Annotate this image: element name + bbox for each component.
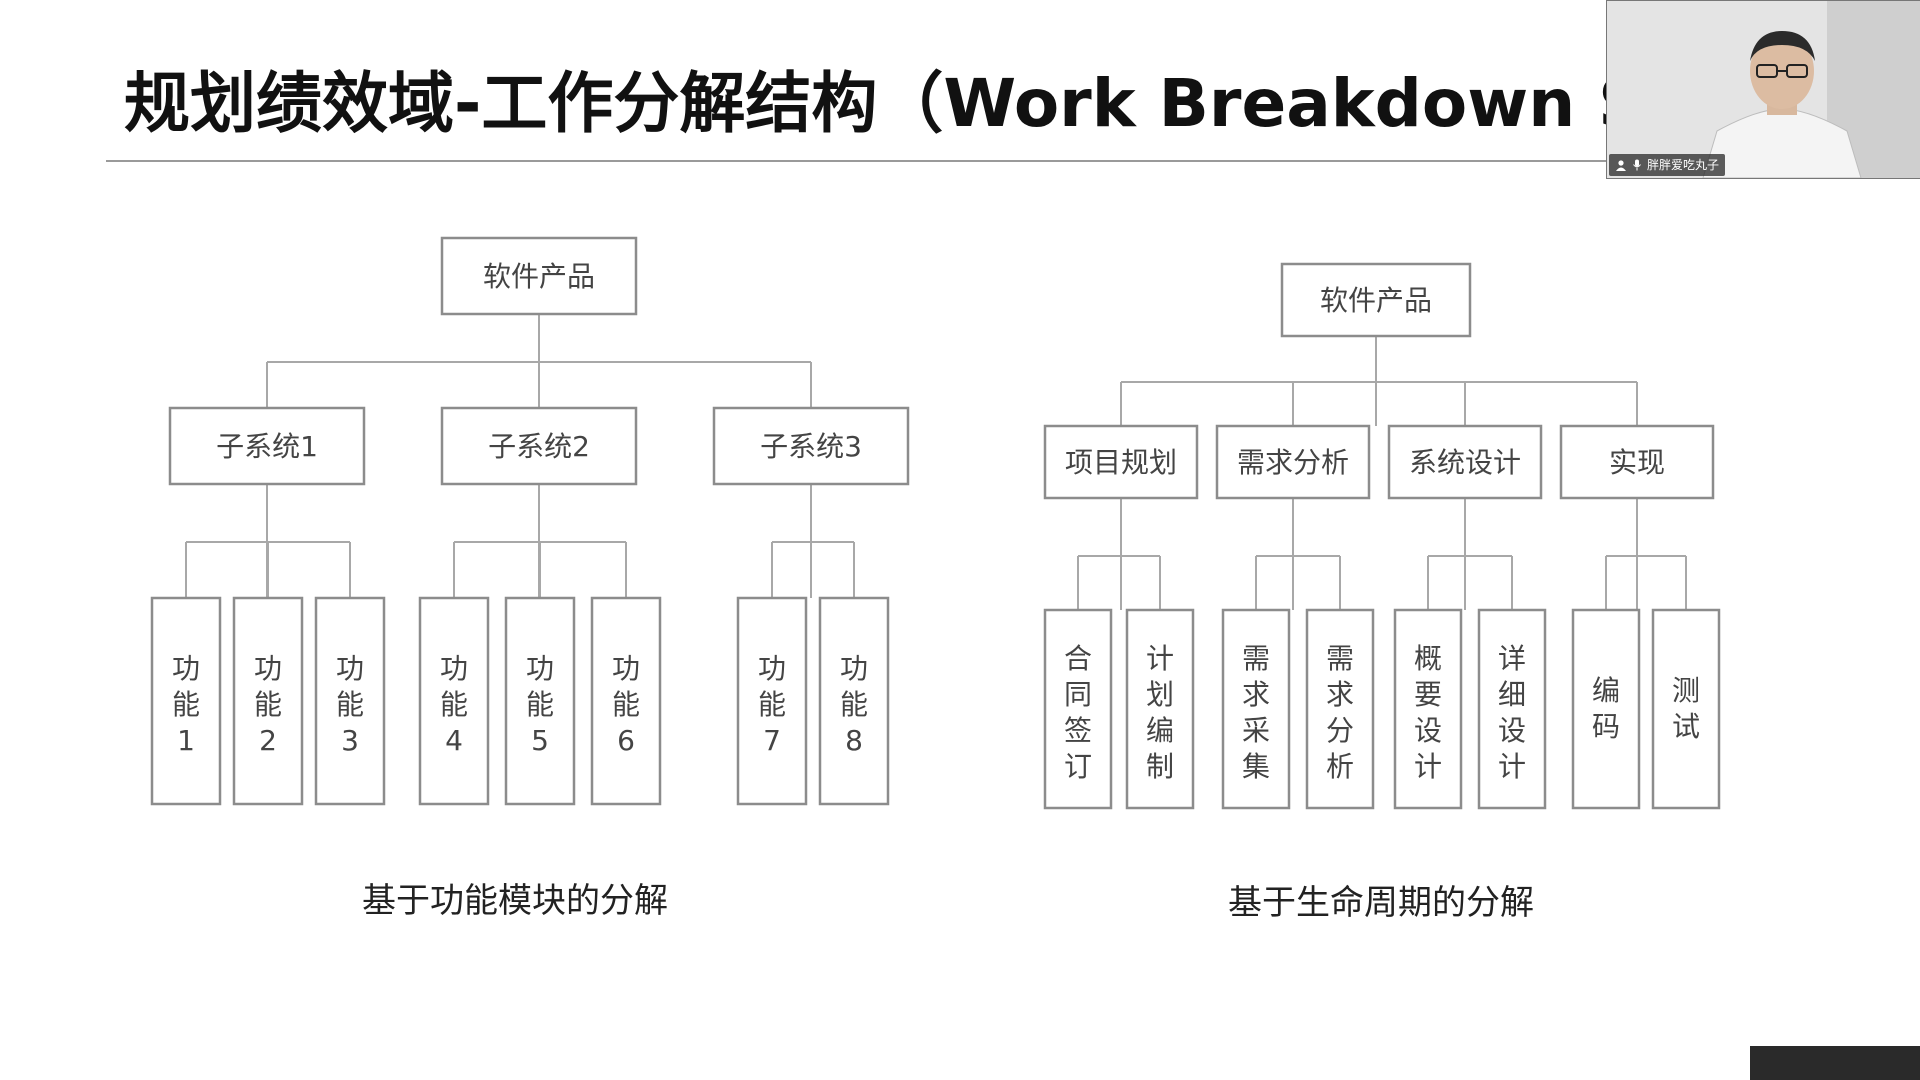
task-node-char: 需 xyxy=(1326,642,1354,675)
task-node-char: 集 xyxy=(1242,750,1270,783)
task-node-char: 码 xyxy=(1592,710,1620,743)
task-node-box xyxy=(1305,608,1375,810)
function-node-char: 功 xyxy=(758,652,786,685)
task-node-char: 编 xyxy=(1146,714,1174,747)
task-node-box xyxy=(1043,608,1113,810)
function-node-char: 能 xyxy=(612,688,640,721)
function-node-box xyxy=(590,596,662,806)
title-divider xyxy=(106,160,1606,162)
task-node-char: 设 xyxy=(1498,714,1526,747)
function-node-char: 能 xyxy=(254,688,282,721)
task-node-char: 求 xyxy=(1242,678,1270,711)
function-node-char: 功 xyxy=(254,652,282,685)
task-node-char: 要 xyxy=(1414,678,1442,711)
function-node-char: 8 xyxy=(845,724,863,757)
task-node-char: 求 xyxy=(1326,678,1354,711)
task-node-box xyxy=(1125,608,1195,810)
function-node-box xyxy=(818,596,890,806)
task-node-char: 计 xyxy=(1146,642,1174,675)
presenter-video-panel[interactable]: 胖胖爱吃丸子 xyxy=(1606,0,1920,179)
participant-name: 胖胖爱吃丸子 xyxy=(1647,158,1720,172)
function-node-char: 功 xyxy=(440,652,468,685)
presenter-video-feed xyxy=(1607,1,1920,178)
subsystem-node-3: 子系统3 xyxy=(760,430,862,463)
task-node-box xyxy=(1393,608,1463,810)
function-node-char: 功 xyxy=(336,652,364,685)
phase-node-1: 项目规划 xyxy=(1065,446,1177,479)
task-node-box xyxy=(1477,608,1547,810)
right-phase-nodes: 项目规划 需求分析 系统设计 实现 xyxy=(1043,424,1715,500)
function-node-char: 功 xyxy=(172,652,200,685)
task-node-char: 编 xyxy=(1592,674,1620,707)
function-node-char: 功 xyxy=(612,652,640,685)
task-node-char: 析 xyxy=(1326,750,1354,783)
person-icon xyxy=(1616,160,1626,171)
left-tree-caption: 基于功能模块的分解 xyxy=(362,881,668,921)
task-node-char: 测 xyxy=(1672,674,1700,707)
function-node-char: 2 xyxy=(259,724,277,757)
function-node-char: 能 xyxy=(336,688,364,721)
subsystem-node-2: 子系统2 xyxy=(488,430,590,463)
task-node-char: 设 xyxy=(1414,714,1442,747)
function-node-char: 能 xyxy=(840,688,868,721)
task-node-char: 试 xyxy=(1672,710,1700,743)
function-node-char: 功 xyxy=(840,652,868,685)
function-node-box xyxy=(232,596,304,806)
function-node-char: 能 xyxy=(172,688,200,721)
task-node-char: 制 xyxy=(1146,750,1174,783)
task-node-char: 需 xyxy=(1242,642,1270,675)
task-node-box xyxy=(1571,608,1641,810)
function-node-char: 能 xyxy=(440,688,468,721)
left-root-node: 软件产品 xyxy=(483,260,595,293)
microphone-icon xyxy=(1633,159,1641,171)
task-node-char: 采 xyxy=(1242,714,1270,747)
task-node-char: 同 xyxy=(1064,678,1092,711)
function-node-char: 6 xyxy=(617,724,635,757)
function-node-char: 能 xyxy=(758,688,786,721)
function-node-box xyxy=(150,596,222,806)
task-node-box xyxy=(1221,608,1291,810)
task-node-char: 划 xyxy=(1146,678,1174,711)
phase-node-3: 系统设计 xyxy=(1409,446,1521,479)
function-node-box xyxy=(736,596,808,806)
task-node-char: 签 xyxy=(1064,714,1092,747)
participant-name-tag: 胖胖爱吃丸子 xyxy=(1609,154,1726,176)
function-node-char: 1 xyxy=(177,724,195,757)
task-node-char: 细 xyxy=(1498,678,1526,711)
task-node-box xyxy=(1651,608,1721,810)
function-node-char: 7 xyxy=(763,724,781,757)
task-node-char: 合 xyxy=(1064,642,1092,675)
function-node-box xyxy=(418,596,490,806)
right-tree-caption: 基于生命周期的分解 xyxy=(1228,883,1534,923)
function-node-char: 3 xyxy=(341,724,359,757)
task-node-char: 分 xyxy=(1326,714,1354,747)
task-node-char: 订 xyxy=(1064,750,1092,783)
left-tree: 软件产品 子系统1 子系统2 子系统3 功能1功能2功能3功能4功能5功能6功能… xyxy=(150,236,910,806)
phase-node-4: 实现 xyxy=(1609,446,1665,479)
subsystem-node-1: 子系统1 xyxy=(216,430,318,463)
task-node-char: 计 xyxy=(1414,750,1442,783)
function-node-char: 5 xyxy=(531,724,549,757)
function-node-char: 功 xyxy=(526,652,554,685)
function-node-box xyxy=(504,596,576,806)
left-subsystem-nodes: 子系统1 子系统2 子系统3 xyxy=(168,406,910,486)
function-node-char: 4 xyxy=(445,724,463,757)
task-node-char: 概 xyxy=(1414,642,1442,675)
phase-node-2: 需求分析 xyxy=(1237,446,1349,479)
task-node-char: 详 xyxy=(1498,642,1526,675)
right-root-node: 软件产品 xyxy=(1320,284,1432,317)
task-node-char: 计 xyxy=(1498,750,1526,783)
function-node-char: 能 xyxy=(526,688,554,721)
function-node-box xyxy=(314,596,386,806)
right-tree: 软件产品 项目规划 需求分析 系统设计 实现 合同签订计划编制需求采集需求分析概… xyxy=(1043,262,1721,810)
bottom-control-strip xyxy=(1750,1046,1920,1080)
